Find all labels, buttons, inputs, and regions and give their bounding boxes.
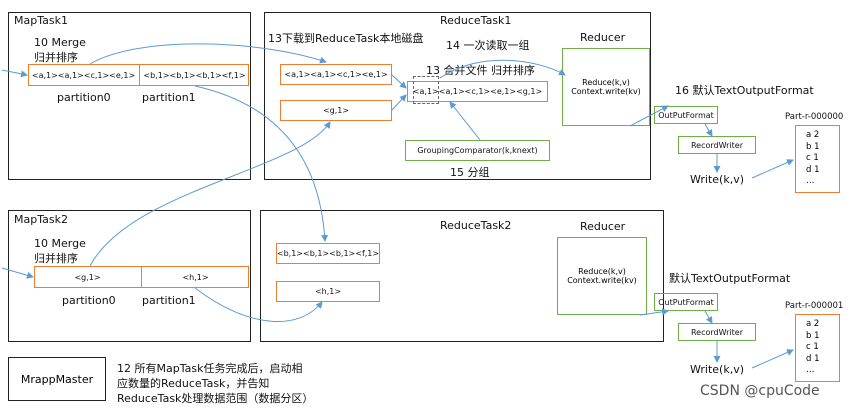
reducetask2-reducer-box: Reduce(k,v) Context.write(kv) <box>557 237 647 315</box>
mrappmaster-note-line2: 应数量的ReduceTask，并告知 <box>117 377 270 390</box>
arrow-r1-outputformat-to-recordwriter <box>704 123 713 137</box>
maptask1-partition0-data: <a,1><a,1><c,1><e,1> <box>31 70 136 80</box>
output2-format-label: 默认TextOutputFormat <box>669 272 791 285</box>
mrappmaster-note-line1: 12 所有MapTask任务完成后，启动相 <box>117 362 303 375</box>
output1-file-line: a 2 <box>806 130 820 140</box>
maptask1-sort-label: 归并排序 <box>34 51 78 64</box>
maptask2-title: MapTask2 <box>14 213 68 226</box>
reducetask1-title: ReduceTask1 <box>440 14 512 27</box>
reducetask2-title: ReduceTask2 <box>440 219 512 232</box>
maptask2-partition0-data: <g,1> <box>74 272 101 282</box>
arrow-r1-write-to-file <box>751 159 794 179</box>
output1-write-label: Write(k,v) <box>690 173 745 186</box>
maptask2-merge-label: 10 Merge <box>34 237 86 250</box>
reducetask1-context-write: Context.write(kv) <box>571 87 641 96</box>
maptask1-title: MapTask1 <box>14 14 68 27</box>
output2-write-label: Write(k,v) <box>690 363 745 376</box>
reducetask2-input-h: <h,1> <box>276 281 380 302</box>
output2-file-box: a 2 b 1 c 1 d 1 … <box>795 314 840 382</box>
reducetask1-group-highlight <box>413 76 439 104</box>
output1-file-name: Part-r-000000 <box>785 112 844 122</box>
output2-file-line: b 1 <box>806 330 820 341</box>
reducetask1-input-a: <a,1><a,1><c,1><e,1> <box>280 64 392 85</box>
reducetask1-read-group-label: 14 一次读取一组 <box>446 39 530 52</box>
output1-file-line: d 1 <box>806 164 820 175</box>
arrow-r2-outputformat-to-recordwriter <box>704 310 713 324</box>
output2-file-line: a 2 <box>806 319 820 329</box>
output1-file-line: c 1 <box>806 153 819 163</box>
output1-file-box: a 2 b 1 c 1 d 1 … <box>795 125 840 193</box>
maptask2-partition-divider <box>141 266 142 288</box>
mrappmaster-note-line3: ReduceTask处理数据范围（数据分区） <box>117 392 314 405</box>
maptask2-partition0-label: partition0 <box>62 294 116 307</box>
maptask2-sort-label: 归并排序 <box>34 252 78 265</box>
reducetask1-merge-files-label: 13 合并文件 归并排序 <box>426 64 535 77</box>
reducetask2-container <box>260 210 664 342</box>
maptask2-partition1-data: <h,1> <box>182 272 209 282</box>
watermark: CSDN @cpuCode <box>700 383 820 399</box>
maptask2-partition1-label: partition1 <box>142 294 196 307</box>
reducetask1-reducer-title: Reducer <box>580 31 626 44</box>
output2-file-line: d 1 <box>806 353 820 364</box>
reducetask2-reduce-call: Reduce(k,v) <box>578 267 626 276</box>
reducetask1-reduce-call: Reduce(k,v) <box>582 78 630 87</box>
output1-recordwriter: RecordWriter <box>678 136 756 154</box>
maptask1-partition0-label: partition0 <box>57 91 111 104</box>
reducetask2-input-b: <b,1><b,1><b,1><f,1> <box>276 243 380 264</box>
arrow-r2-write-to-file <box>751 349 794 369</box>
reducetask2-context-write: Context.write(kv) <box>567 276 637 285</box>
output2-outputformat: OutPutFormat <box>654 293 718 311</box>
reducetask1-input-g: <g,1> <box>280 100 392 121</box>
output1-format-label: 16 默认TextOutputFormat <box>675 84 814 97</box>
maptask1-partition1-data: <b,1><b,1><b,1><f,1> <box>143 70 246 80</box>
output2-recordwriter: RecordWriter <box>678 323 756 341</box>
output2-file-name: Part-r-000001 <box>785 301 844 311</box>
reducetask2-reducer-title: Reducer <box>580 220 626 233</box>
maptask1-partition1-label: partition1 <box>142 91 196 104</box>
mrappmaster-box: MrappMaster <box>8 357 106 401</box>
output2-file-line: c 1 <box>806 342 819 352</box>
reducetask1-reducer-box: Reduce(k,v) Context.write(kv) <box>562 48 650 126</box>
reducetask1-grouping-comparator: GroupingComparator(k,knext) <box>405 140 550 161</box>
output2-file-line: … <box>806 365 815 375</box>
output1-file-line: … <box>806 176 815 186</box>
maptask1-partition-row <box>28 64 249 86</box>
maptask1-merge-label: 10 Merge <box>34 36 86 49</box>
reducetask1-grouping-label: 15 分组 <box>450 166 490 179</box>
reducetask1-download-label: 13下载到ReduceTask本地磁盘 <box>268 32 424 45</box>
output1-file-line: b 1 <box>806 141 820 152</box>
output1-outputformat: OutPutFormat <box>654 106 718 124</box>
maptask1-partition-divider <box>139 64 140 86</box>
reducetask1-merged-data: <a,1><a,1><c,1><e,1><g,1> <box>407 81 548 102</box>
